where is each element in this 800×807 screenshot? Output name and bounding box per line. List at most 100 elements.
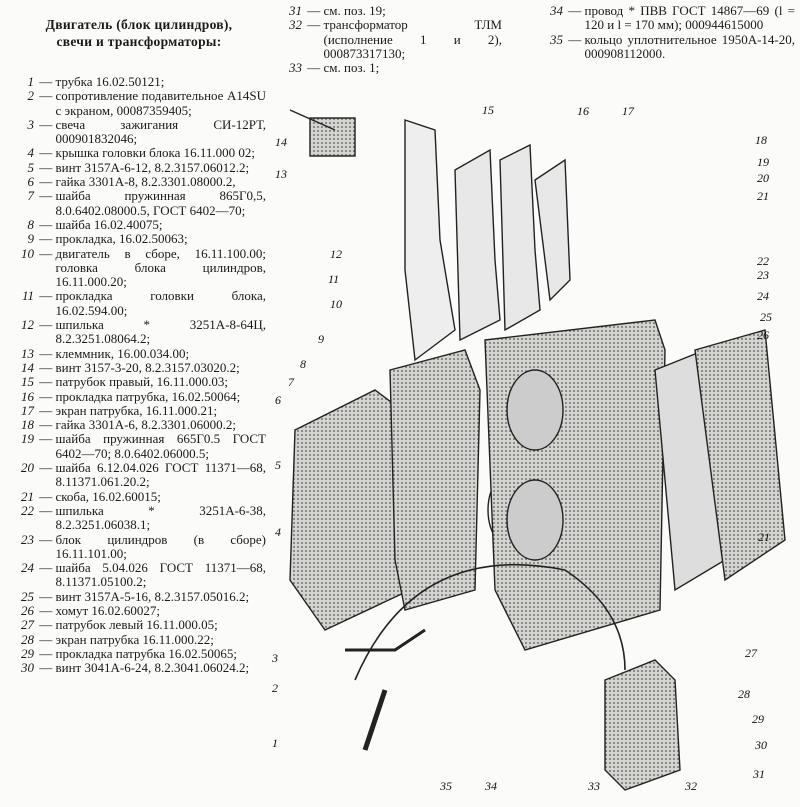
part-description: прокладка, 16.02.50063; — [55, 231, 188, 247]
part-description: скоба, 16.02.60015; — [55, 488, 161, 504]
callout-7: 7 — [288, 375, 294, 389]
callout-13: 13 — [275, 167, 287, 181]
part-item: 8 — шайба 16.02.40075; — [4, 216, 266, 232]
part-description: патрубок правый, 16.11.000.03; — [55, 374, 229, 390]
part-item: 6 — гайка 3301А-8, 8.2.3301.08000.2, — [4, 174, 266, 190]
part-item: 7 — шайба пружинная 865Г0,5, 8.0.6402.08… — [4, 188, 267, 218]
part-item: 28 — экран патрубка 16.11.000.22; — [4, 631, 266, 647]
part-item: 34 — провод * ПВВ ГОСТ 14867—69 (l = 120… — [533, 3, 795, 33]
part-number: 31 — [289, 3, 302, 18]
part-description: прокладка головки блока, 16.02.594.00; — [55, 288, 267, 318]
part-description: экран патрубка, 16.11.000.21; — [55, 402, 218, 418]
part-number: 33 — [289, 60, 302, 76]
callout-21: 21 — [758, 530, 770, 544]
heading-line-2: свечи и трансформаторы: — [56, 34, 222, 49]
dash-separator: — — [36, 345, 56, 361]
part-description: блок цилиндров (в сборе) 16.11.101.00; — [55, 531, 267, 561]
part-number: 18 — [21, 417, 34, 433]
callout-33: 33 — [588, 779, 600, 793]
part-description: прокладка патрубка, 16.02.50064; — [55, 388, 241, 404]
part-number: 5 — [27, 159, 35, 175]
parts-list: 1 — трубка 16.02.50121;2 — сопротивление… — [4, 74, 267, 676]
part-item: 21 — скоба, 16.02.60015; — [4, 488, 266, 504]
dash-separator: — — [36, 588, 56, 604]
dash-separator: — — [36, 88, 56, 104]
part-description: шпилька * 3251А-8-64Ц, 8.2.3251.08064.2; — [55, 317, 267, 347]
dash-separator: — — [36, 417, 56, 433]
part-number: 6 — [27, 174, 35, 190]
callout-22: 22 — [757, 254, 769, 268]
dash-separator: — — [36, 145, 56, 161]
part-number: 23 — [21, 531, 34, 547]
part-item: 27 — патрубок левый 16.11.000.05; — [4, 617, 266, 633]
part-item: 33 — см. поз. 1; — [272, 60, 502, 76]
part-description: гайка 3301А-6, 8.2.3301.06000.2; — [55, 417, 237, 433]
part-description: винт 3041А-6-24, 8.2.3041.06024.2; — [55, 660, 250, 676]
part-number: 35 — [550, 31, 563, 47]
page-heading: Двигатель (блок цилиндров), свечи и тран… — [14, 16, 264, 50]
gasket-16 — [454, 148, 501, 342]
callout-29: 29 — [752, 712, 764, 726]
part-item: 14 — винт 3157-3-20, 8.2.3157.03020.2; — [4, 359, 266, 375]
part-number: 24 — [21, 560, 34, 576]
part-number: 30 — [21, 660, 34, 676]
dash-separator: — — [36, 502, 56, 518]
part-description: трансформатор ТЛМ (исполнение 1 и 2), 00… — [323, 17, 503, 61]
part-number: 3 — [27, 116, 35, 132]
dash-separator: — — [36, 317, 56, 333]
part-number: 10 — [21, 245, 34, 261]
part-description: прокладка патрубка 16.02.50065; — [55, 645, 238, 661]
part-item: 11 — прокладка головки блока, 16.02.594.… — [4, 289, 266, 318]
engine-drawing — [289, 109, 786, 791]
callout-19: 19 — [757, 155, 769, 169]
dash-separator: — — [36, 116, 56, 132]
part-item: 35 — кольцо уплотнительное 1950А-14-20, … — [533, 31, 795, 62]
callout-14: 14 — [275, 135, 287, 149]
part-number: 20 — [21, 460, 34, 476]
part-number: 25 — [21, 588, 34, 604]
dash-separator: — — [36, 388, 56, 404]
part-description: свеча зажигания СИ-12РТ, 000901832046; — [55, 116, 267, 147]
part-number: 19 — [21, 431, 34, 447]
screen-17 — [534, 158, 571, 302]
callout-32: 32 — [685, 779, 697, 793]
part-number: 29 — [21, 645, 34, 661]
part-item: 13 — клеммник, 16.00.034.00; — [4, 345, 266, 361]
part-description: экран патрубка 16.11.000.22; — [55, 631, 214, 647]
dash-separator: — — [36, 231, 56, 247]
callout-35: 35 — [440, 779, 452, 793]
part-item: 31 — см. поз. 19; — [272, 3, 502, 18]
dash-separator: — — [36, 188, 56, 204]
left-manifold-27 — [694, 329, 786, 582]
dash-separator: — — [565, 3, 585, 18]
callout-9: 9 — [318, 332, 324, 346]
dash-separator: — — [36, 216, 56, 232]
callout-31: 31 — [753, 767, 765, 781]
part-description: крышка головки блока 16.11.000 02; — [55, 145, 255, 161]
part-number: 1 — [27, 74, 35, 89]
part-number: 4 — [27, 145, 35, 161]
parts-list-top-col1: 31 — см. поз. 19;32 — трансформатор ТЛМ … — [272, 3, 502, 76]
dash-separator: — — [36, 374, 56, 390]
dash-separator: — — [36, 159, 56, 175]
part-number: 12 — [21, 317, 34, 333]
part-description: патрубок левый 16.11.000.05; — [55, 617, 218, 633]
callout-23: 23 — [757, 268, 769, 282]
part-description: сопротивление подавительное A14SU с экра… — [55, 88, 267, 118]
callout-8: 8 — [300, 357, 306, 371]
part-item: 32 — трансформатор ТЛМ (исполнение 1 и 2… — [272, 18, 502, 61]
part-description: см. поз. 1; — [323, 60, 380, 76]
part-number: 34 — [550, 3, 563, 18]
callout-4: 4 — [275, 525, 281, 539]
callout-27: 27 — [745, 646, 757, 660]
part-description: шайба 5.04.026 ГОСТ 11371—68, 8.11371.05… — [55, 560, 267, 590]
callout-17: 17 — [622, 104, 634, 118]
part-description: винт 3157А-6-12, 8.2.3157.06012.2; — [55, 159, 250, 175]
part-item: 18 — гайка 3301А-6, 8.2.3301.06000.2; — [4, 417, 266, 433]
dash-separator: — — [36, 359, 56, 375]
part-number: 11 — [21, 288, 34, 304]
dash-separator: — — [36, 531, 56, 547]
callout-24: 24 — [757, 289, 769, 303]
part-item: 26 — хомут 16.02.60027; — [4, 603, 266, 618]
part-number: 13 — [21, 345, 34, 361]
